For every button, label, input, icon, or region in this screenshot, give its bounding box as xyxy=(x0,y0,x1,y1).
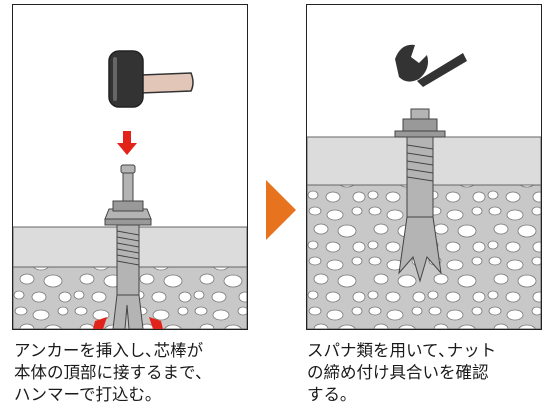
impact-marks xyxy=(93,317,163,329)
step-2-drawing xyxy=(307,44,541,329)
anchor-bolt xyxy=(104,164,152,329)
step-2-illustration xyxy=(306,4,542,330)
anchor-bolt xyxy=(394,108,446,283)
wrench-icon xyxy=(395,44,467,87)
hammer-direction-arrow xyxy=(117,131,137,155)
step-2-caption: スパナ類を用いて､ナット の締め付け具合いを確認 する｡ xyxy=(307,341,497,404)
step-1-illustration xyxy=(12,4,248,330)
hammer-icon xyxy=(108,50,194,108)
next-step-arrow xyxy=(266,180,296,240)
step-1-caption: アンカーを挿入し､芯棒が 本体の頂部に接するまで､ ハンマーで打込む｡ xyxy=(14,341,204,404)
step-1-drawing xyxy=(13,50,247,329)
